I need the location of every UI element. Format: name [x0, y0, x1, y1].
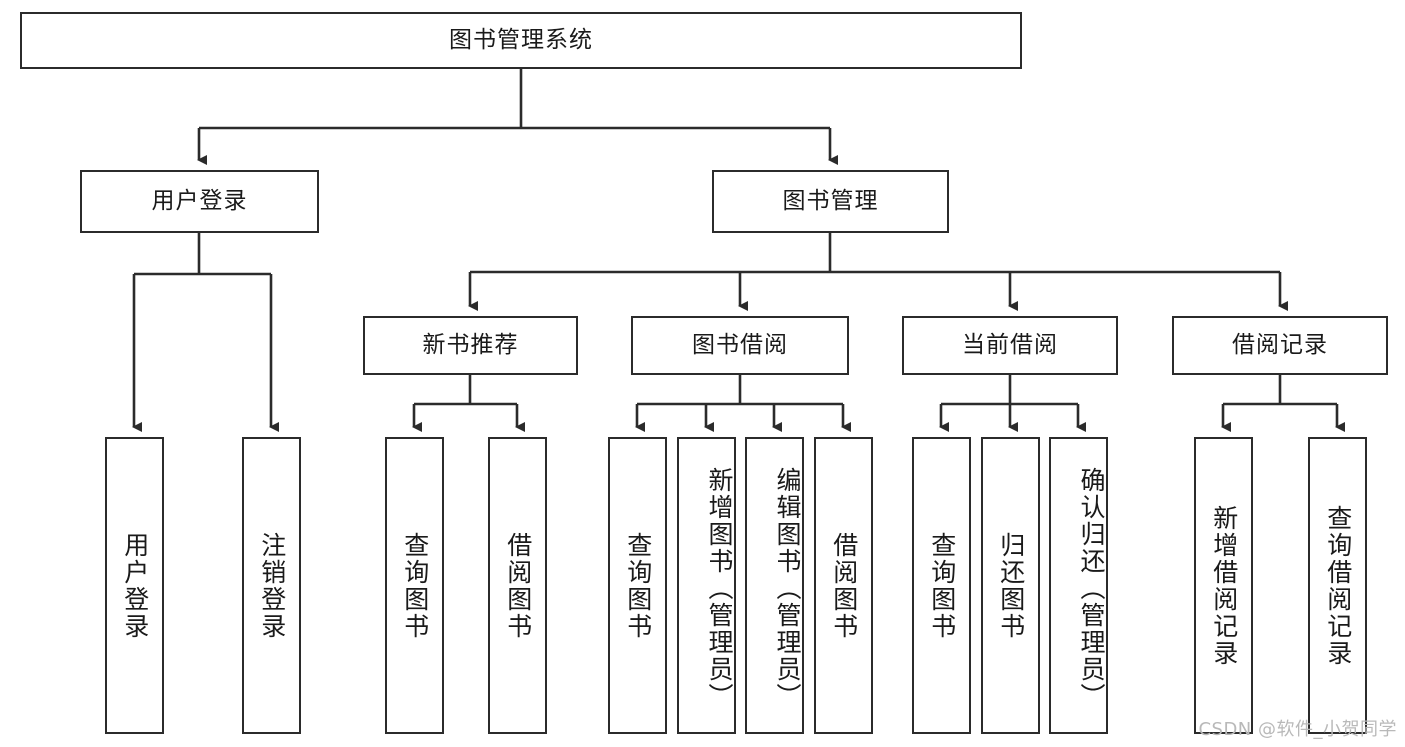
leaf-logout[interactable]: 注销登录 — [242, 437, 301, 734]
leaf-query-books-borrow[interactable]: 查询图书 — [608, 437, 667, 734]
leaf-user-login[interactable]: 用户登录 — [105, 437, 164, 734]
leaf-query-books-current[interactable]: 查询图书 — [912, 437, 971, 734]
node-current-borrowing[interactable]: 当前借阅 — [902, 316, 1118, 375]
node-book-management[interactable]: 图书管理 — [712, 170, 949, 233]
node-borrowing-records[interactable]: 借阅记录 — [1172, 316, 1388, 375]
leaf-query-borrow-record[interactable]: 查询借阅记录 — [1308, 437, 1367, 734]
node-user-login[interactable]: 用户登录 — [80, 170, 319, 233]
leaf-add-book-admin[interactable]: 新增图书（管理员） — [677, 437, 736, 734]
csdn-watermark: CSDN @软件_小贺同学 — [1198, 719, 1397, 740]
node-root-book-management-system[interactable]: 图书管理系统 — [20, 12, 1022, 69]
leaf-borrow-books-new[interactable]: 借阅图书 — [488, 437, 547, 734]
leaf-query-books-new[interactable]: 查询图书 — [385, 437, 444, 734]
leaf-add-borrow-record[interactable]: 新增借阅记录 — [1194, 437, 1253, 734]
node-new-book-recommendation[interactable]: 新书推荐 — [363, 316, 578, 375]
leaf-borrow-books[interactable]: 借阅图书 — [814, 437, 873, 734]
leaf-edit-book-admin[interactable]: 编辑图书（管理员） — [745, 437, 804, 734]
node-book-borrowing[interactable]: 图书借阅 — [631, 316, 849, 375]
leaf-return-books[interactable]: 归还图书 — [981, 437, 1040, 734]
leaf-confirm-return-admin[interactable]: 确认归还（管理员） — [1049, 437, 1108, 734]
